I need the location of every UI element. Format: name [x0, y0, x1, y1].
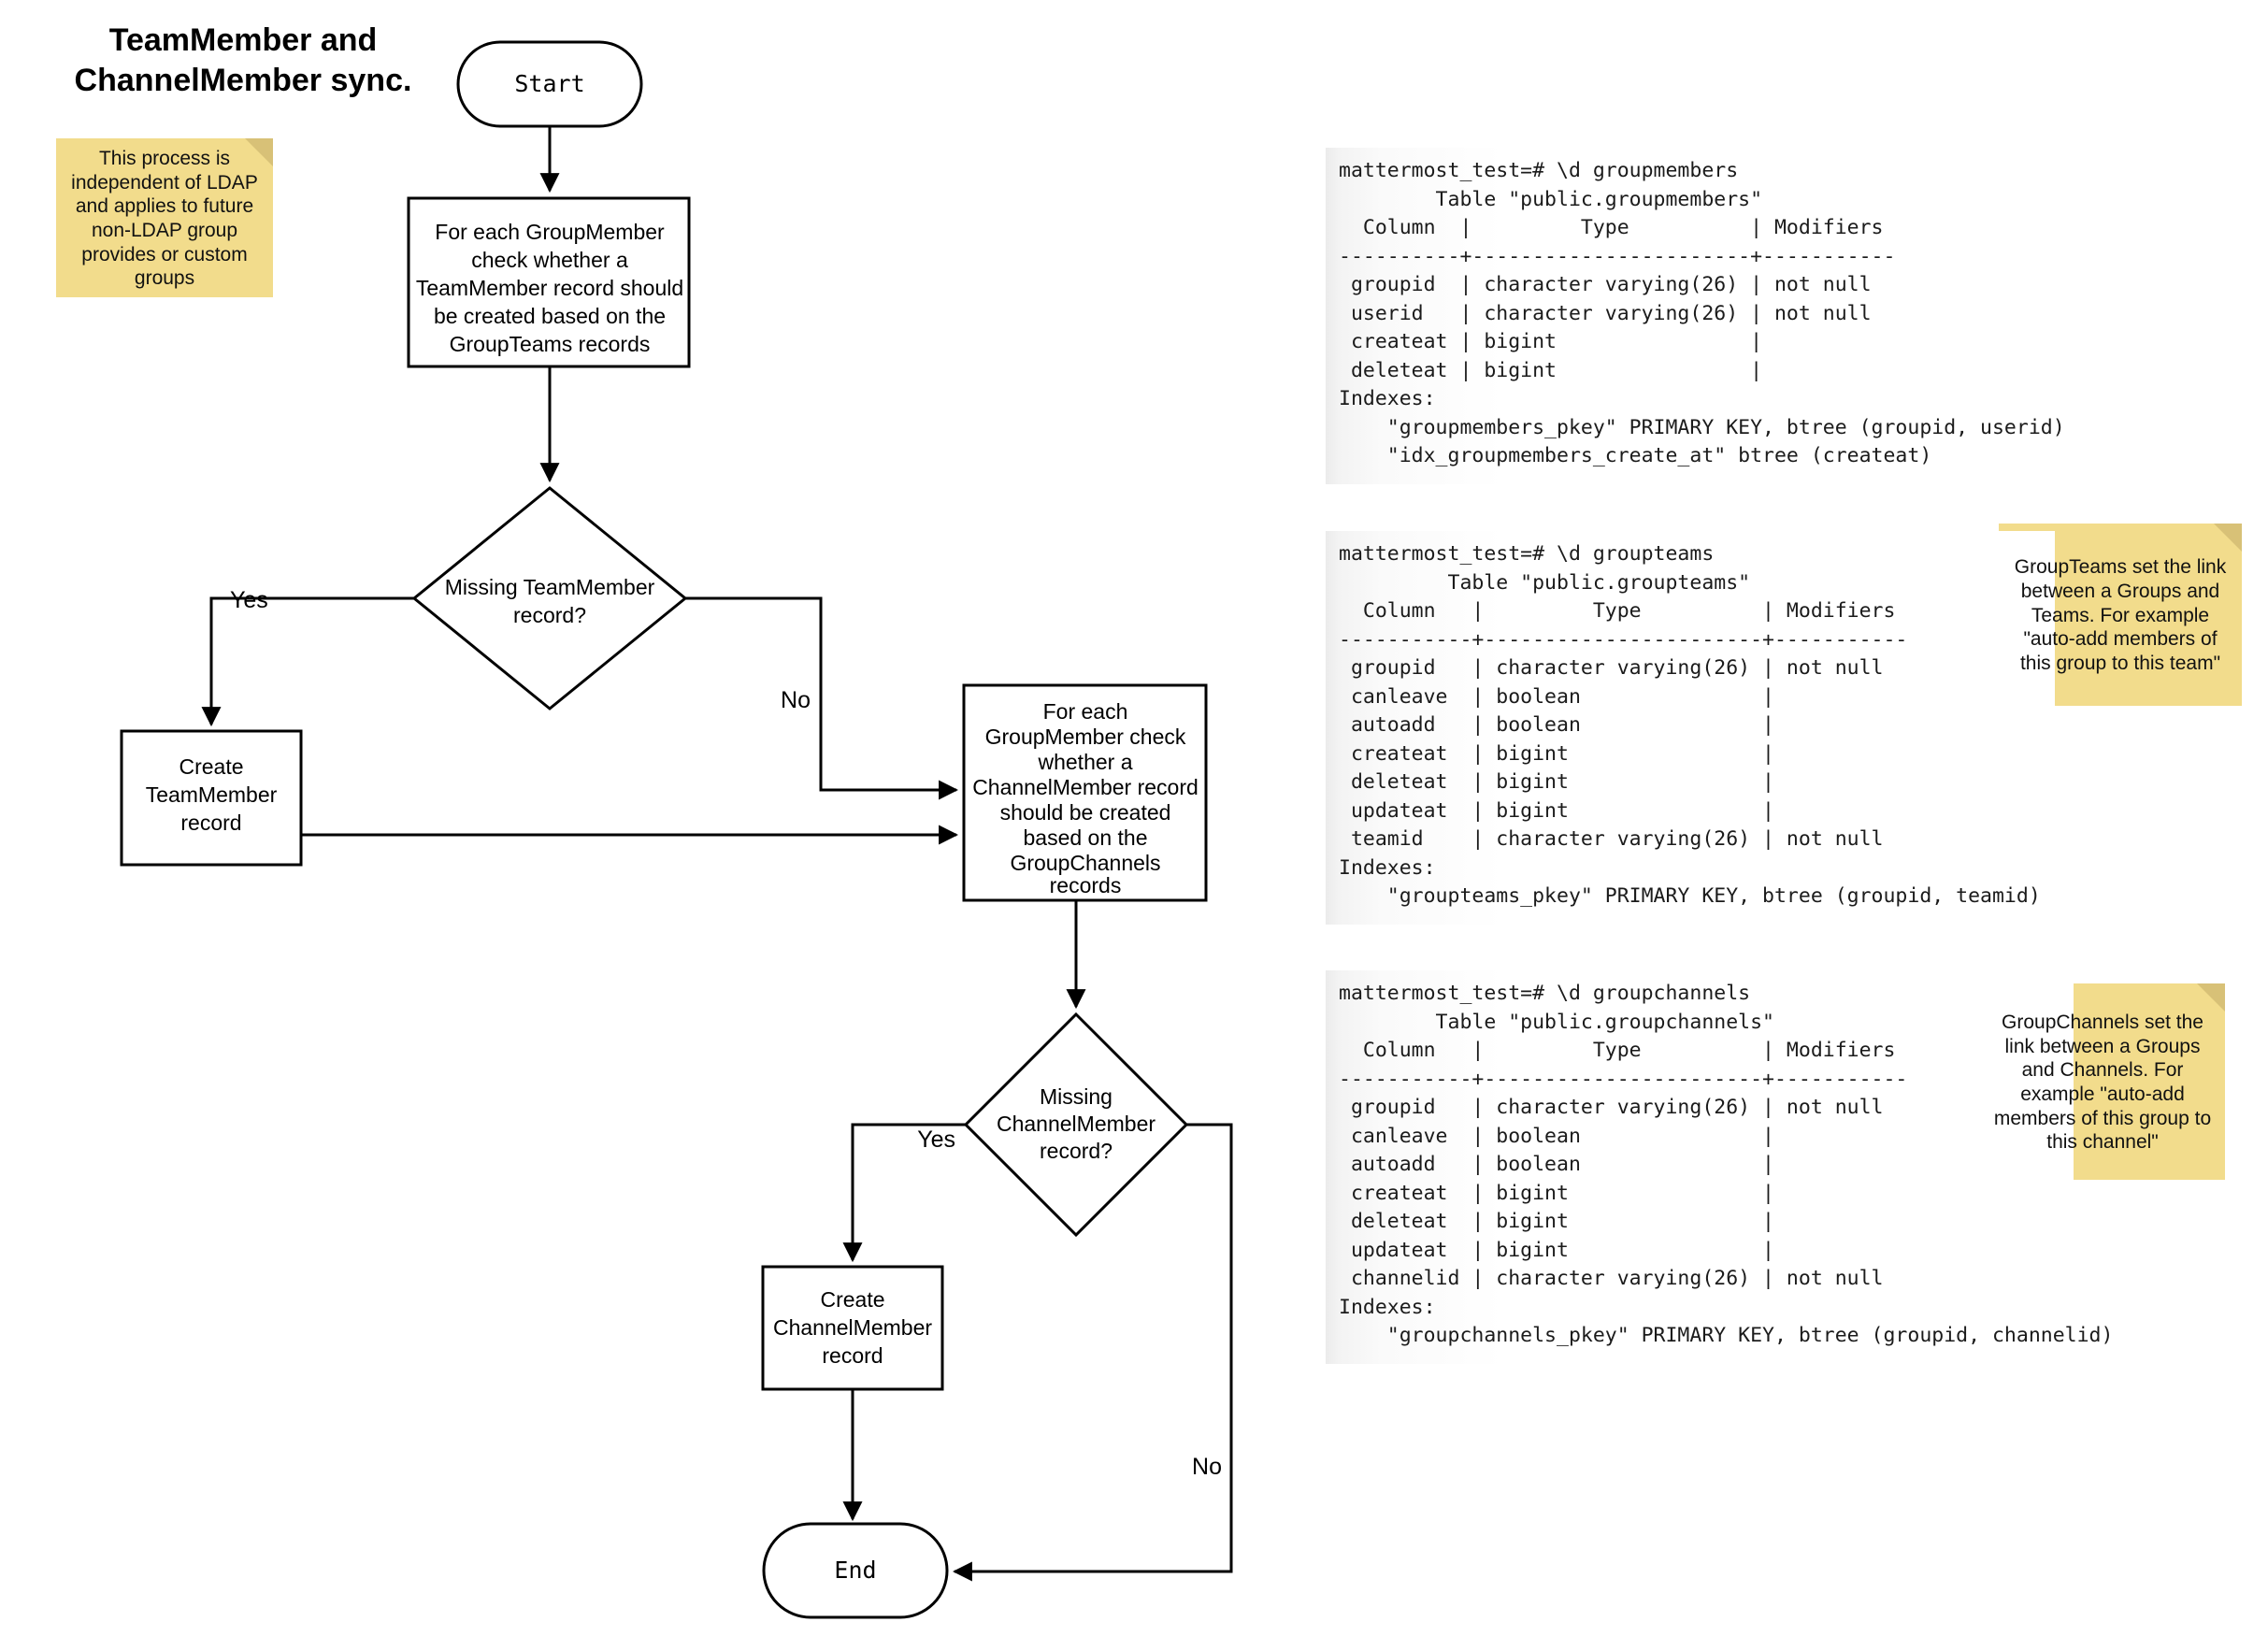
- sticky-note-ldap: This process is independent of LDAP and …: [56, 138, 273, 297]
- node-decision-teammember[interactable]: [411, 486, 688, 710]
- node-start-label: Start: [514, 70, 584, 97]
- edge-decision2-yes: [842, 1123, 966, 1263]
- sticky-fold-corner: [2197, 983, 2225, 1012]
- node-process-channelmember[interactable]: [962, 683, 1208, 902]
- node-process-channelmember-line-4: should be created: [1000, 800, 1171, 825]
- node-process-teammember-line-2: TeamMember record should: [416, 276, 683, 300]
- terminal-output-groupchannels: mattermost_test=# \d groupchannels Table…: [1326, 970, 2113, 1364]
- node-create-channelmember-line-0: Create: [820, 1287, 884, 1312]
- node-end-label: End: [834, 1557, 876, 1584]
- terminal-output-groupmembers: mattermost_test=# \d groupmembers Table …: [1326, 148, 2065, 484]
- terminal-output-groupteams: mattermost_test=# \d groupteams Table "p…: [1326, 531, 2055, 925]
- node-create-channelmember-line-1: ChannelMember: [773, 1315, 932, 1340]
- node-process-teammember-line-0: For each GroupMember: [435, 220, 665, 244]
- node-process-channelmember-line-0: For each: [1043, 699, 1128, 724]
- node-create-teammember-line-1: TeamMember: [146, 782, 278, 807]
- node-process-teammember[interactable]: [407, 196, 691, 368]
- node-decision-channelmember-line-0: Missing: [1040, 1084, 1112, 1109]
- node-process-channelmember-line-5: based on the: [1023, 825, 1147, 850]
- node-start[interactable]: [456, 40, 643, 128]
- sticky-fold-corner: [2214, 524, 2242, 552]
- node-end[interactable]: [762, 1522, 949, 1619]
- edge-label-yes-1: Yes: [230, 587, 268, 613]
- node-create-channelmember-line-2: record: [822, 1343, 883, 1368]
- node-decision-channelmember-line-2: record?: [1040, 1139, 1112, 1163]
- node-create-teammember-line-0: Create: [179, 754, 243, 779]
- node-process-channelmember-line-7: records: [1050, 873, 1122, 897]
- sticky-note-ldap-text: This process is independent of LDAP and …: [71, 148, 258, 290]
- node-process-teammember-line-3: be created based on the: [434, 304, 666, 328]
- sticky-note-groupteams-text: GroupTeams set the link between a Groups…: [2014, 556, 2227, 674]
- page-title: TeamMember and ChannelMember sync.: [74, 22, 412, 98]
- node-decision-teammember-line-1: record?: [513, 603, 586, 627]
- node-process-channelmember-line-6: GroupChannels: [1010, 851, 1160, 875]
- edge-decision1-no: [685, 596, 959, 800]
- node-create-teammember[interactable]: [120, 729, 303, 867]
- flowchart-canvas: Start For each GroupMember check whether…: [120, 40, 1233, 1619]
- node-decision-channelmember[interactable]: [963, 1012, 1189, 1238]
- edge-decision2-no: [952, 1123, 1233, 1582]
- edge-decision1-yes: [201, 596, 414, 727]
- edge-label-yes-2: Yes: [917, 1127, 955, 1153]
- sticky-note-groupteams: GroupTeams set the link between a Groups…: [1999, 524, 2242, 706]
- node-create-channelmember[interactable]: [761, 1265, 944, 1391]
- node-process-teammember-line-4: GroupTeams records: [450, 332, 651, 356]
- node-create-teammember-line-2: record: [180, 811, 241, 835]
- node-process-channelmember-line-2: whether a: [1037, 750, 1132, 774]
- sticky-note-groupchannels: GroupChannels set the link between a Gro…: [1980, 983, 2225, 1180]
- edge-label-no-2: No: [1192, 1454, 1222, 1480]
- node-decision-teammember-line-0: Missing TeamMember: [445, 575, 655, 599]
- sticky-note-groupchannels-text: GroupChannels set the link between a Gro…: [1993, 1012, 2212, 1154]
- node-process-teammember-line-1: check whether a: [471, 248, 628, 272]
- node-process-channelmember-line-1: GroupMember check: [985, 725, 1186, 749]
- edge-label-no-1: No: [781, 687, 811, 713]
- node-decision-channelmember-line-1: ChannelMember: [997, 1112, 1156, 1136]
- node-process-channelmember-line-3: ChannelMember record: [972, 775, 1199, 799]
